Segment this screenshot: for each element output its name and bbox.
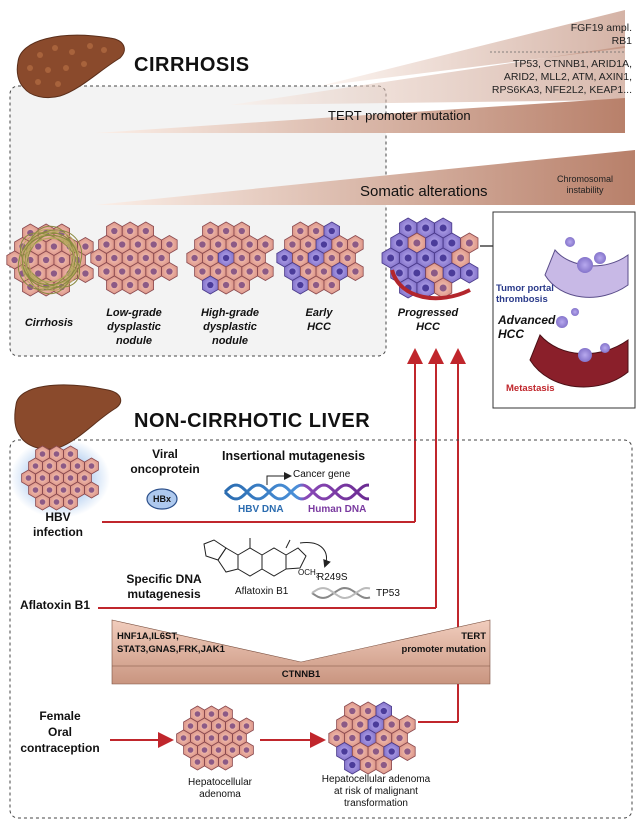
portal-line2: thrombosis (496, 294, 548, 305)
hbv-dna-label: HBV DNA (238, 504, 284, 515)
somatic-alterations-label: Somatic alterations (360, 183, 488, 200)
gene-list-line2: ARID2, MLL2, ATM, AXIN1, (503, 71, 632, 83)
stage-low-grade-line1: Low-grade (106, 307, 162, 319)
risk-line3: transformation (344, 798, 408, 809)
stage-low-grade-line3: nodule (115, 335, 153, 347)
specific-line1: Specific DNA (126, 572, 202, 586)
high-grade-cells (186, 221, 274, 295)
chromosomal-line1: Chromosomal (556, 174, 614, 184)
hbv-infection-label: HBV infection (18, 510, 98, 540)
tp53-helix (311, 586, 371, 600)
female-line1: Female (39, 709, 81, 723)
cancer-gene-label: Cancer gene (293, 469, 351, 480)
metastasis-illustration (529, 308, 629, 388)
cirrhosis-box (9, 85, 387, 357)
adenoma-genes-right-line2: promoter mutation (401, 644, 486, 655)
ctnnb1-label: CTNNB1 (281, 669, 321, 680)
stage-high-grade-line1: High-grade (200, 307, 260, 319)
hbv-liver-cells (21, 445, 99, 511)
vessel-icon (390, 269, 471, 301)
och3-sub: 3 (315, 573, 320, 580)
stage-progressed-hcc: Progressed HCC (390, 306, 466, 334)
advanced-line2: HCC (498, 327, 524, 341)
stage-progressed-hcc-line2: HCC (416, 321, 440, 333)
chromosomal-line2: instability (566, 185, 604, 195)
viral-line1: Viral (152, 447, 178, 461)
low-grade-cells (90, 221, 178, 295)
aflatoxin-label: Aflatoxin B1 (20, 598, 91, 612)
female-line3: contraception (20, 741, 100, 755)
adenoma-genes-right: TERT promoter mutation (380, 630, 486, 656)
progressed-hcc-cells (381, 217, 479, 299)
adenoma-genes-left-line1: HNF1A,IL6ST, (117, 631, 179, 642)
female-line2: Oral (47, 725, 72, 739)
stage-low-grade-line2: dysplastic (107, 321, 161, 333)
stage-cirrhosis: Cirrhosis (14, 316, 84, 330)
hbx-label: HBx (152, 494, 171, 504)
human-dna-label: Human DNA (308, 504, 367, 515)
noncirrhotic-box (9, 439, 633, 819)
stage-low-grade: Low-grade dysplastic nodule (96, 306, 172, 348)
noncirrhotic-title: NON-CIRRHOTIC LIVER (134, 410, 371, 432)
aflatoxin-compound-label: Aflatoxin B1 (235, 586, 289, 597)
portal-thrombosis-label: Tumor portal thrombosis (496, 283, 576, 305)
early-hcc-cells (276, 221, 364, 295)
adenoma-label: Hepatocellular adenoma (180, 777, 260, 801)
risk-line2: at risk of malignant (334, 786, 418, 797)
dna-helix (223, 483, 369, 501)
stage-cirrhosis-line1: Cirrhosis (24, 317, 74, 329)
stage-early-hcc-line2: HCC (307, 321, 331, 333)
stage-early-hcc-line1: Early (305, 307, 333, 319)
adenoma-genes-right-line1: TERT (461, 631, 486, 642)
risk-line1: Hepatocellular adenoma (321, 774, 431, 785)
adenoma-cells (176, 705, 254, 771)
portal-line1: Tumor portal (496, 283, 554, 294)
och3-text: OCH (298, 568, 316, 577)
adenoma-line2: adenoma (199, 789, 241, 800)
stage-progressed-hcc-line1: Progressed (397, 307, 459, 319)
liver-icon-hbv (14, 384, 122, 450)
female-oral-label: Female Oral contraception (18, 708, 102, 756)
adenoma-risk-label: Hepatocellular adenoma at risk of malign… (306, 774, 446, 810)
hbx-protein (146, 488, 178, 510)
cirrhosis-cells (6, 223, 94, 297)
stage-high-grade-line3: nodule (211, 335, 249, 347)
aflatoxin-structure (203, 538, 307, 577)
adenoma-wedge (111, 619, 491, 685)
hbv-line1: HBV (45, 510, 71, 524)
viral-oncoprotein-label: Viral oncoprotein (126, 447, 204, 477)
gene-list-line3: RPS6KA3, NFE2L2, KEAP1... (491, 84, 632, 96)
r249s-label: R249S (317, 572, 348, 583)
gene-list-line1: TP53, CTNNB1, ARID1A, (512, 58, 632, 70)
fgf19-label: FGF19 ampl. (570, 22, 632, 34)
adenoma-line1: Hepatocellular (188, 777, 252, 788)
cirrhosis-title: CIRRHOSIS (134, 54, 250, 76)
adenoma-genes-left-line2: STAT3,GNAS,FRK,JAK1 (117, 644, 225, 655)
genes-wedge-mid (230, 46, 625, 105)
specific-line2: mutagenesis (127, 587, 201, 601)
portal-vein-illustration (544, 237, 629, 298)
stage-high-grade: High-grade dysplastic nodule (192, 306, 268, 348)
adenoma-genes-left: HNF1A,IL6ST, STAT3,GNAS,FRK,JAK1 (117, 630, 225, 656)
rb1-label: RB1 (611, 35, 632, 47)
advanced-line1: Advanced (498, 313, 556, 327)
specific-dna-label: Specific DNA mutagenesis (116, 572, 212, 602)
stage-high-grade-line2: dysplastic (203, 321, 257, 333)
advanced-hcc-label: Advanced HCC (498, 313, 558, 341)
och3-label: OCH3 (298, 568, 319, 580)
chromosomal-instability-label: Chromosomal instability (545, 174, 625, 196)
hbv-line2: infection (33, 525, 83, 539)
genes-wedge-top (320, 10, 625, 86)
risk-adenoma-cells (328, 701, 416, 775)
stage-early-hcc: Early HCC (284, 306, 354, 334)
insertional-mutagenesis-label: Insertional mutagenesis (222, 449, 366, 463)
somatic-wedge (95, 150, 635, 205)
viral-line2: oncoprotein (130, 462, 200, 476)
tert-wedge (95, 98, 625, 133)
metastasis-label: Metastasis (506, 383, 555, 394)
tert-promoter-label: TERT promoter mutation (328, 108, 471, 123)
liver-icon-top (16, 34, 125, 99)
tp53-label: TP53 (376, 588, 400, 599)
